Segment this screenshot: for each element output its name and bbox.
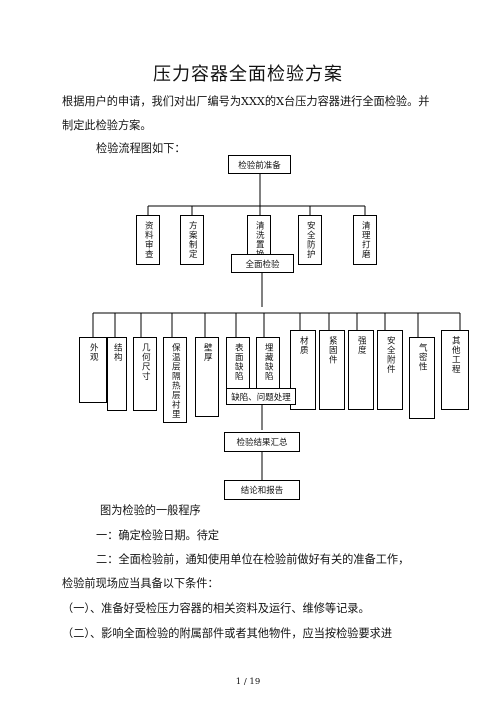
- prep-cleaning-grinding: 清理打磨: [353, 215, 377, 265]
- step-result-summary: 检验结果汇总: [224, 432, 300, 452]
- document-title: 压力容器全面检验方案: [153, 64, 343, 85]
- step-defect-handling: 缺陷、问题处理: [226, 388, 296, 405]
- prep-safety-protection: 安全防护: [298, 215, 322, 265]
- step-preparation: 检验前准备: [228, 155, 291, 174]
- item-other-works: 其他工程: [441, 330, 469, 410]
- prep-plan-formulation: 方案制定: [180, 215, 204, 265]
- step-conclusion-report: 结论和报告: [224, 480, 300, 500]
- item-fasteners: 紧固件: [319, 330, 345, 410]
- prep-document-review: 资料审查: [136, 215, 160, 265]
- figure-caption: 图为检验的一般程序: [100, 504, 201, 517]
- item-air-tightness: 气密性: [409, 337, 435, 419]
- sub-item-one: （一）、准备好受检压力容器的相关资料及运行、维修等记录。: [62, 602, 370, 615]
- item-strength: 强度: [348, 330, 374, 410]
- item-appearance: 外观: [79, 337, 107, 403]
- item-wall-thickness: 壁厚: [195, 337, 219, 417]
- sub-item-two: （二）、影响全面检验的附属部件或者其他物件，应当按检验要求进: [62, 627, 393, 640]
- item-geometry: 几何尺寸: [133, 337, 157, 411]
- item-one: 一：确定检验日期。待定: [96, 529, 220, 542]
- step-full-inspection: 全面检验: [231, 254, 294, 273]
- item-insulation-lining: 保温层隔热层衬里: [163, 337, 187, 423]
- page-number: 1 / 19: [235, 677, 261, 687]
- flow-label: 检验流程图如下：: [96, 142, 186, 155]
- item-structure: 结构: [107, 337, 127, 411]
- item-safety-accessories: 安全附件: [377, 330, 403, 410]
- item-two-line1: 二：全面检验前，通知使用单位在检验前做好有关的准备工作，: [96, 553, 410, 566]
- item-two-line2: 检验前现场应当具备以下条件：: [62, 577, 219, 590]
- intro-paragraph: 根据用户的申请，我们对出厂编号为XXX的X台压力容器进行全面检验。并制定此检验方…: [62, 95, 430, 132]
